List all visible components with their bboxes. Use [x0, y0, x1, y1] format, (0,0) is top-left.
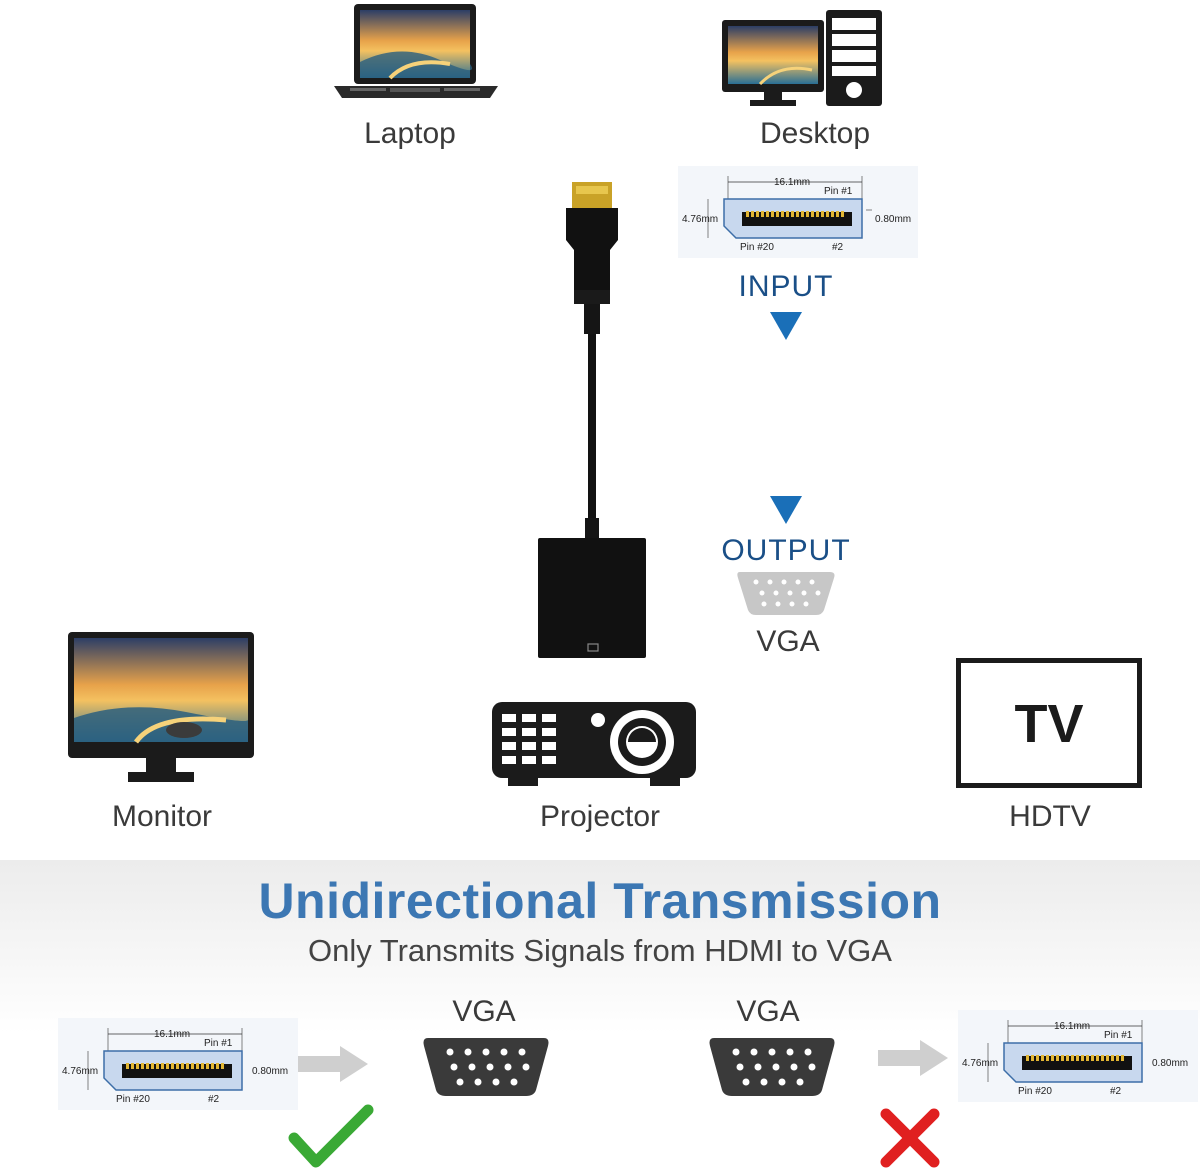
spec-pin20-text: Pin #20	[1018, 1086, 1052, 1097]
down-arrow-icon	[770, 496, 802, 524]
left-vga-label: VGA	[452, 995, 516, 1028]
cross-icon	[880, 1108, 940, 1168]
spec-width-text: 16.1mm	[774, 177, 810, 188]
hdmi-to-vga-adapter	[538, 182, 646, 658]
output-label: OUTPUT	[721, 534, 851, 567]
desktop-label: Desktop	[759, 117, 871, 150]
spec-pin1-text: Pin #1	[824, 186, 853, 197]
spec-pin2-text: #2	[208, 1094, 220, 1105]
vga-label: VGA	[756, 625, 820, 658]
right-arrow-icon	[298, 1046, 368, 1082]
hdtv-label: HDTV	[1009, 800, 1091, 833]
vga-port-icon	[423, 1038, 549, 1096]
right-arrow-icon	[878, 1040, 948, 1076]
spec-pin1-text: Pin #1	[1104, 1030, 1133, 1041]
spec-height-text: 4.76mm	[62, 1066, 98, 1077]
displayport-spec-diagram: 16.1mm Pin #1 4.76mm 0.80mm Pin #20 #2	[958, 1010, 1198, 1102]
desktop-icon	[722, 10, 882, 106]
vga-port-icon	[709, 1038, 835, 1096]
spec-pin20-text: Pin #20	[740, 242, 774, 253]
laptop-icon	[334, 4, 498, 98]
spec-gap-text: 0.80mm	[1152, 1058, 1188, 1069]
banner-subtitle: Only Transmits Signals from HDMI to VGA	[308, 933, 892, 968]
spec-width-text: 16.1mm	[154, 1029, 190, 1040]
check-icon	[288, 1104, 374, 1168]
down-arrow-icon	[770, 312, 802, 340]
displayport-spec-diagram: 16.1mm Pin #1 4.76mm 0.80mm Pin #20 #2	[58, 1018, 298, 1110]
input-label: INPUT	[738, 270, 834, 303]
monitor-icon	[68, 632, 254, 782]
spec-pin2-text: #2	[1110, 1086, 1122, 1097]
spec-gap-text: 0.80mm	[875, 214, 911, 225]
displayport-spec-diagram: 16.1mm Pin #1 4.76mm 0.80mm Pin #20 #2	[678, 166, 918, 258]
right-vga-label: VGA	[736, 995, 800, 1028]
projector-label: Projector	[539, 800, 661, 833]
spec-height-text: 4.76mm	[962, 1058, 998, 1069]
spec-pin20-text: Pin #20	[116, 1094, 150, 1105]
monitor-label: Monitor	[111, 800, 213, 833]
laptop-label: Laptop	[364, 117, 456, 150]
tv-icon: TV	[956, 658, 1142, 788]
spec-height-text: 4.76mm	[682, 214, 718, 225]
spec-width-text: 16.1mm	[1054, 1021, 1090, 1032]
banner-title: Unidirectional Transmission	[258, 873, 942, 929]
spec-pin2-text: #2	[832, 242, 844, 253]
tv-screen-text: TV	[1014, 694, 1084, 754]
vga-port-icon	[737, 572, 835, 615]
spec-gap-text: 0.80mm	[252, 1066, 288, 1077]
spec-pin1-text: Pin #1	[204, 1038, 233, 1049]
projector-icon	[492, 702, 696, 786]
